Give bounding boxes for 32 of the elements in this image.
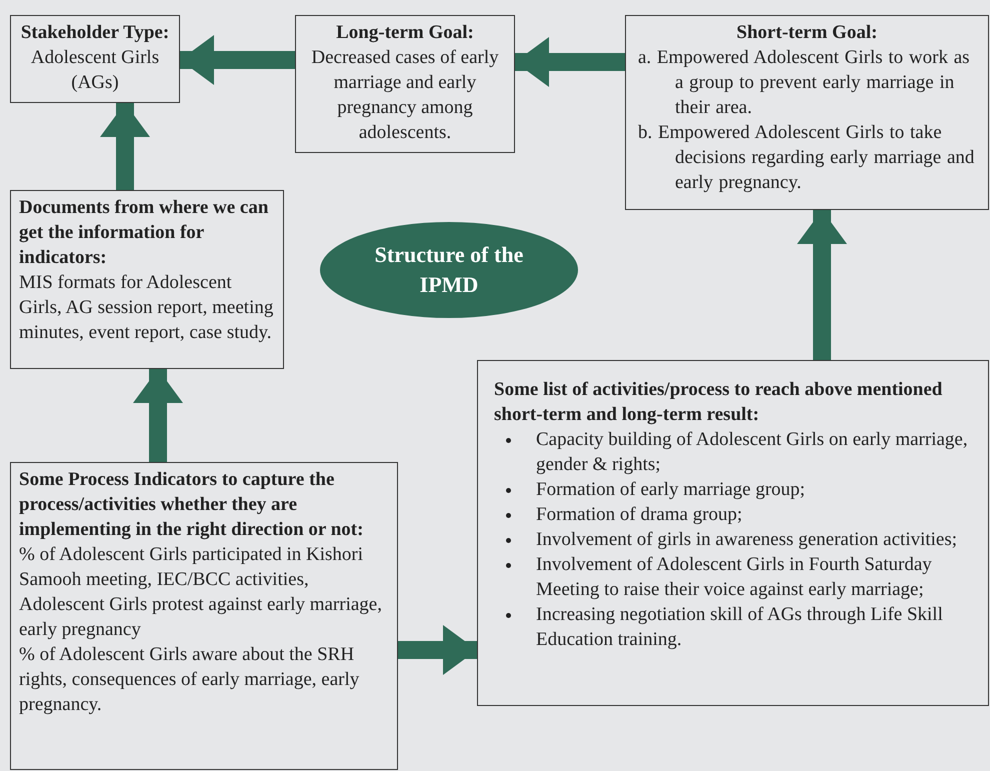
- block-arrow: [797, 210, 847, 360]
- short-term-goal-box: [625, 15, 989, 210]
- list-item: Formation of drama group;: [536, 503, 742, 527]
- list-item: a. Empowered Adolescent Girls to work as a group to prevent early marriage in their area.: [638, 46, 971, 120]
- block-arrow: [100, 103, 150, 190]
- block-arrow: [133, 369, 183, 462]
- title-text: Structure of the IPMD: [374, 241, 524, 299]
- list-item: Involvement of Adolescent Girls in Fourth Saturday Meeting to raise their voice against early marriage;: [536, 553, 933, 602]
- box-text: % of Adolescent Girls participated in Kishori Samooh meeting, IEC/BCC activities, Adolescent Girls protest against early marriage, early pregnancy: [19, 543, 383, 642]
- stakeholder-box: [10, 15, 180, 103]
- block-arrow: [398, 625, 477, 675]
- box-heading: Short-term Goal:: [736, 21, 878, 45]
- box-text: MIS formats for Adolescent Girls, AG session report, meeting minutes, event report, case study.: [19, 271, 274, 345]
- box-heading: Long-term Goal:: [336, 21, 474, 45]
- box-heading: Stakeholder Type:: [20, 21, 170, 45]
- block-arrow: [515, 37, 625, 87]
- box-text: % of Adolescent Girls aware about the SRH rights, consequences of early marriage, early pregnancy.: [19, 643, 360, 717]
- list-item: Formation of early marriage group;: [536, 478, 806, 502]
- box-heading: Some list of activities/process to reach above mentioned short-term and long-term result:: [494, 378, 944, 427]
- box-text: Decreased cases of early marriage and early pregnancy among adolescents.: [310, 46, 500, 145]
- list-item: Increasing negotiation skill of AGs through Life Skill Education training.: [536, 603, 944, 652]
- activities-box: [477, 360, 989, 706]
- long-term-goal-box: [295, 15, 515, 153]
- list-item: b. Empowered Adolescent Girls to take decisions regarding early marriage and early pregnancy.: [638, 121, 976, 195]
- list-item: Involvement of girls in awareness generation activities;: [536, 528, 958, 552]
- box-heading: Documents from where we can get the information for indicators:: [19, 196, 270, 270]
- box-heading: Some Process Indicators to capture the process/activities whether they are implementing in the right direction or not:: [19, 468, 364, 542]
- box-text: Adolescent Girls (AGs): [30, 46, 160, 95]
- documents-box: [10, 190, 284, 369]
- block-arrow: [180, 35, 295, 85]
- process-indicators-box: [10, 462, 398, 770]
- list-item: Capacity building of Adolescent Girls on early marriage, gender & rights;: [536, 428, 969, 477]
